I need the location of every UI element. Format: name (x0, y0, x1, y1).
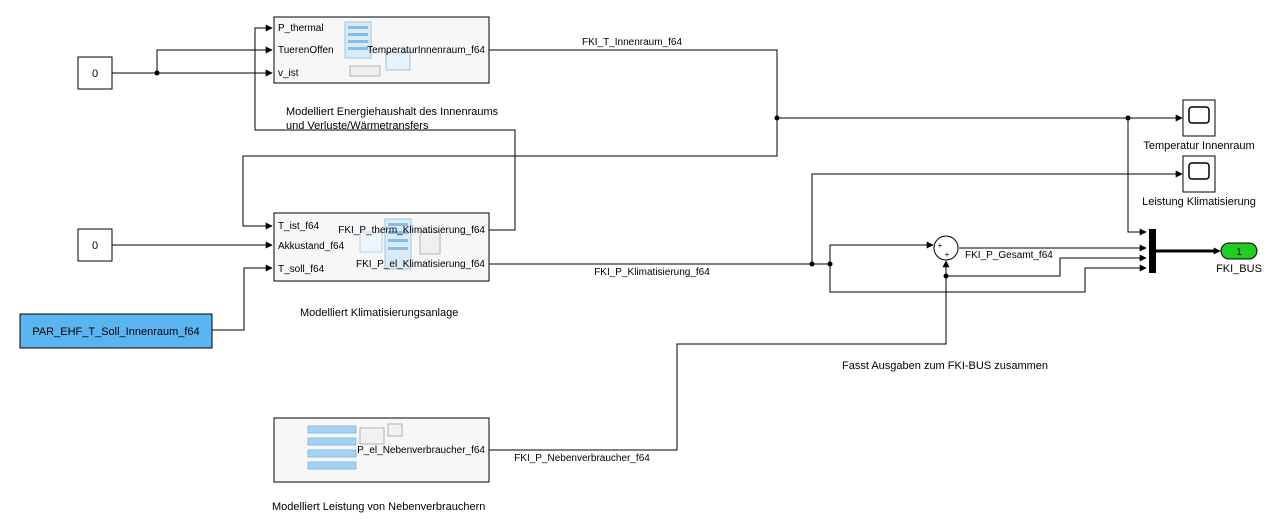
branch-point (154, 70, 160, 76)
scope-leistung-klimatisierung[interactable] (1182, 155, 1216, 193)
port-v-ist: v_ist (278, 68, 299, 79)
caption-innenraum-1: Modelliert Energiehaushalt des Innenraum… (286, 106, 499, 118)
scope-icon (1188, 106, 1210, 124)
scope-leistung-label: Leistung Klimatisierung (1142, 196, 1256, 208)
scope-icon (1188, 162, 1210, 180)
constant-block-mid[interactable]: 0 (77, 228, 113, 262)
parameter-label: PAR_EHF_T_Soll_Innenraum_f64 (32, 326, 199, 338)
port-t-soll: T_soll_f64 (278, 264, 325, 275)
constant-value: 0 (92, 68, 98, 80)
wire-t-innenraum[interactable] (489, 49, 778, 118)
signal-label-p-neben: FKI_P_Nebenverbraucher_f64 (514, 453, 650, 464)
sum-sign-2: + (945, 250, 950, 259)
port-p-therm-klima: FKI_P_therm_Klimatisierung_f64 (338, 225, 485, 236)
constant-block-top[interactable]: 0 (77, 56, 113, 90)
sum-block[interactable]: + + (933, 235, 959, 261)
wire-p-neben-to-sum[interactable] (489, 260, 950, 451)
port-p-el-neben: P_el_Nebenverbraucher_f64 (357, 445, 485, 456)
wires (112, 24, 1221, 451)
wire-t-soll[interactable] (212, 264, 273, 331)
wire-t-ist[interactable] (242, 118, 778, 230)
sum-sign-1: + (938, 241, 943, 250)
signal-label-t-innenraum: FKI_T_Innenraum_f64 (582, 37, 682, 48)
scope-temp-label: Temperatur Innenraum (1143, 140, 1254, 152)
outport-number: 1 (1236, 247, 1242, 258)
caption-innenraum-2: und Verluste/Wärmetransfers (286, 120, 429, 132)
port-temperatur-innenraum: TemperaturInnenraum_f64 (367, 45, 485, 56)
caption-klima: Modelliert Klimatisierungsanlage (300, 307, 458, 319)
subsystem-thumbnail (307, 423, 403, 470)
bus-creator-block[interactable] (1149, 229, 1156, 273)
caption-neben: Modelliert Leistung von Nebenverbraucher… (272, 501, 485, 513)
port-tuerenoffen: TuerenOffen (278, 45, 334, 56)
signal-label-p-klimatisierung: FKI_P_Klimatisierung_f64 (594, 267, 710, 278)
port-p-thermal: P_thermal (278, 23, 324, 34)
subsystem-thumbnail (359, 218, 441, 270)
wire-tuerenoffen[interactable] (156, 46, 273, 73)
port-p-el-klima: FKI_P_el_Klimatisierung_f64 (356, 259, 485, 270)
wire-p-thermal[interactable] (254, 24, 516, 231)
subsystem-innenraum[interactable]: P_thermal TuerenOffen v_ist TemperaturIn… (273, 16, 490, 84)
bus-caption: Fasst Ausgaben zum FKI-BUS zusammen (842, 360, 1048, 372)
parameter-block[interactable]: PAR_EHF_T_Soll_Innenraum_f64 (19, 313, 213, 349)
wire-to-sum[interactable] (812, 241, 934, 265)
subsystem-thumbnail (344, 21, 411, 77)
outport-label: FKI_BUS (1216, 263, 1262, 275)
signal-label-p-gesamt: FKI_P_Gesamt_f64 (965, 250, 1053, 261)
port-t-ist: T_ist_f64 (278, 221, 320, 232)
subsystem-klimatisierung[interactable]: T_ist_f64 Akkustand_f64 T_soll_f64 FKI_P… (273, 212, 490, 282)
scope-temperatur-innenraum[interactable] (1182, 99, 1216, 137)
port-akkustand: Akkustand_f64 (278, 241, 345, 252)
wire-t-to-bus[interactable] (1127, 118, 1147, 236)
wire-p-klima-to-bus[interactable] (829, 264, 1147, 293)
outport-fki-bus[interactable]: 1 (1220, 242, 1258, 260)
subsystem-nebenverbraucher[interactable]: P_el_Nebenverbraucher_f64 (273, 417, 490, 483)
wire-to-scope-leistung[interactable] (811, 170, 1183, 264)
constant-value: 0 (92, 240, 98, 252)
wire-p-neben-to-bus[interactable] (946, 254, 1147, 277)
